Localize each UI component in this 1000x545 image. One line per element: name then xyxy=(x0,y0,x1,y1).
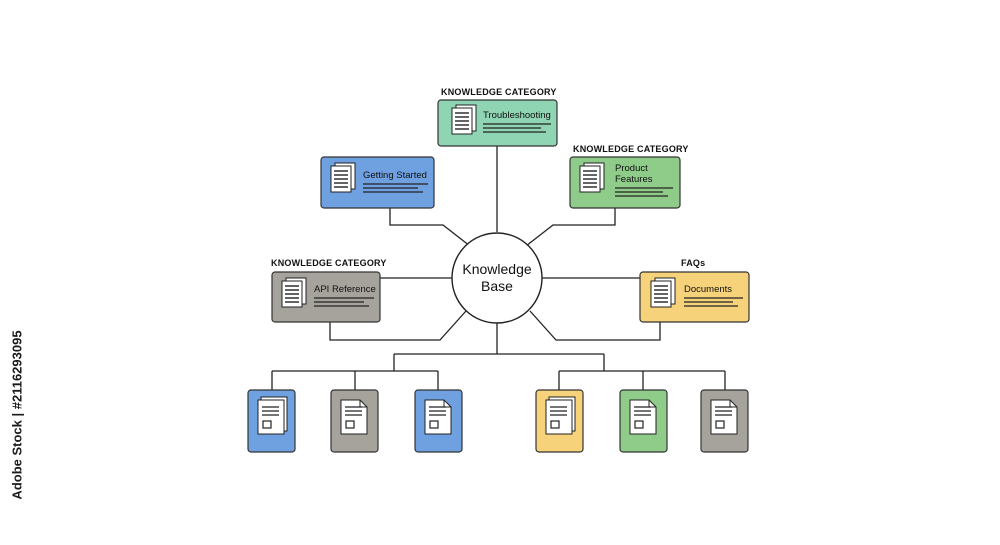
getting-started-title: Getting Started xyxy=(363,170,427,181)
product-features-title-line2: Features xyxy=(615,174,653,185)
document-tile xyxy=(414,389,463,453)
document-stack-icon xyxy=(579,162,605,193)
product-features-title-line1: Product xyxy=(615,163,648,174)
document-tile xyxy=(619,389,668,453)
knowledge-base-label: Knowledge Base xyxy=(452,261,542,295)
document-stack-icon xyxy=(650,277,676,308)
stacked-document-tile xyxy=(247,389,296,453)
troubleshooting-title: Troubleshooting xyxy=(483,110,551,121)
document-icon xyxy=(340,399,368,435)
stacked-document-icon xyxy=(257,396,288,435)
document-tile xyxy=(700,389,749,453)
document-icon xyxy=(710,399,738,435)
api-reference-title: API Reference xyxy=(314,284,376,295)
document-icon xyxy=(629,399,657,435)
connector-bottom-left xyxy=(329,310,467,341)
document-icon xyxy=(424,399,452,435)
document-stack-icon xyxy=(451,104,477,135)
connector-product-features xyxy=(525,208,616,247)
category-label-product-features: KNOWLEDGE CATEGORY xyxy=(573,144,689,154)
knowledge-base-line1: Knowledge xyxy=(462,261,532,277)
faqs-title: Documents xyxy=(684,284,733,295)
stacked-document-icon xyxy=(545,396,576,435)
document-stack-icon xyxy=(281,277,307,308)
knowledge-base-node xyxy=(451,232,543,324)
watermark: Adobe Stock | #2116293095 xyxy=(9,300,25,530)
watermark-text: Adobe Stock | #2116293095 xyxy=(9,330,25,500)
category-label-api-reference: KNOWLEDGE CATEGORY xyxy=(271,258,387,268)
stacked-document-tile xyxy=(535,389,584,453)
connectors xyxy=(271,146,726,390)
knowledge-base-line2: Base xyxy=(481,278,513,294)
connector-bottom-right xyxy=(529,310,661,341)
connector-getting-started xyxy=(389,208,471,247)
document-tile xyxy=(330,389,379,453)
category-label-faqs: FAQs xyxy=(681,258,706,268)
category-label-troubleshooting: KNOWLEDGE CATEGORY xyxy=(441,87,557,97)
document-stack-icon xyxy=(330,162,356,193)
